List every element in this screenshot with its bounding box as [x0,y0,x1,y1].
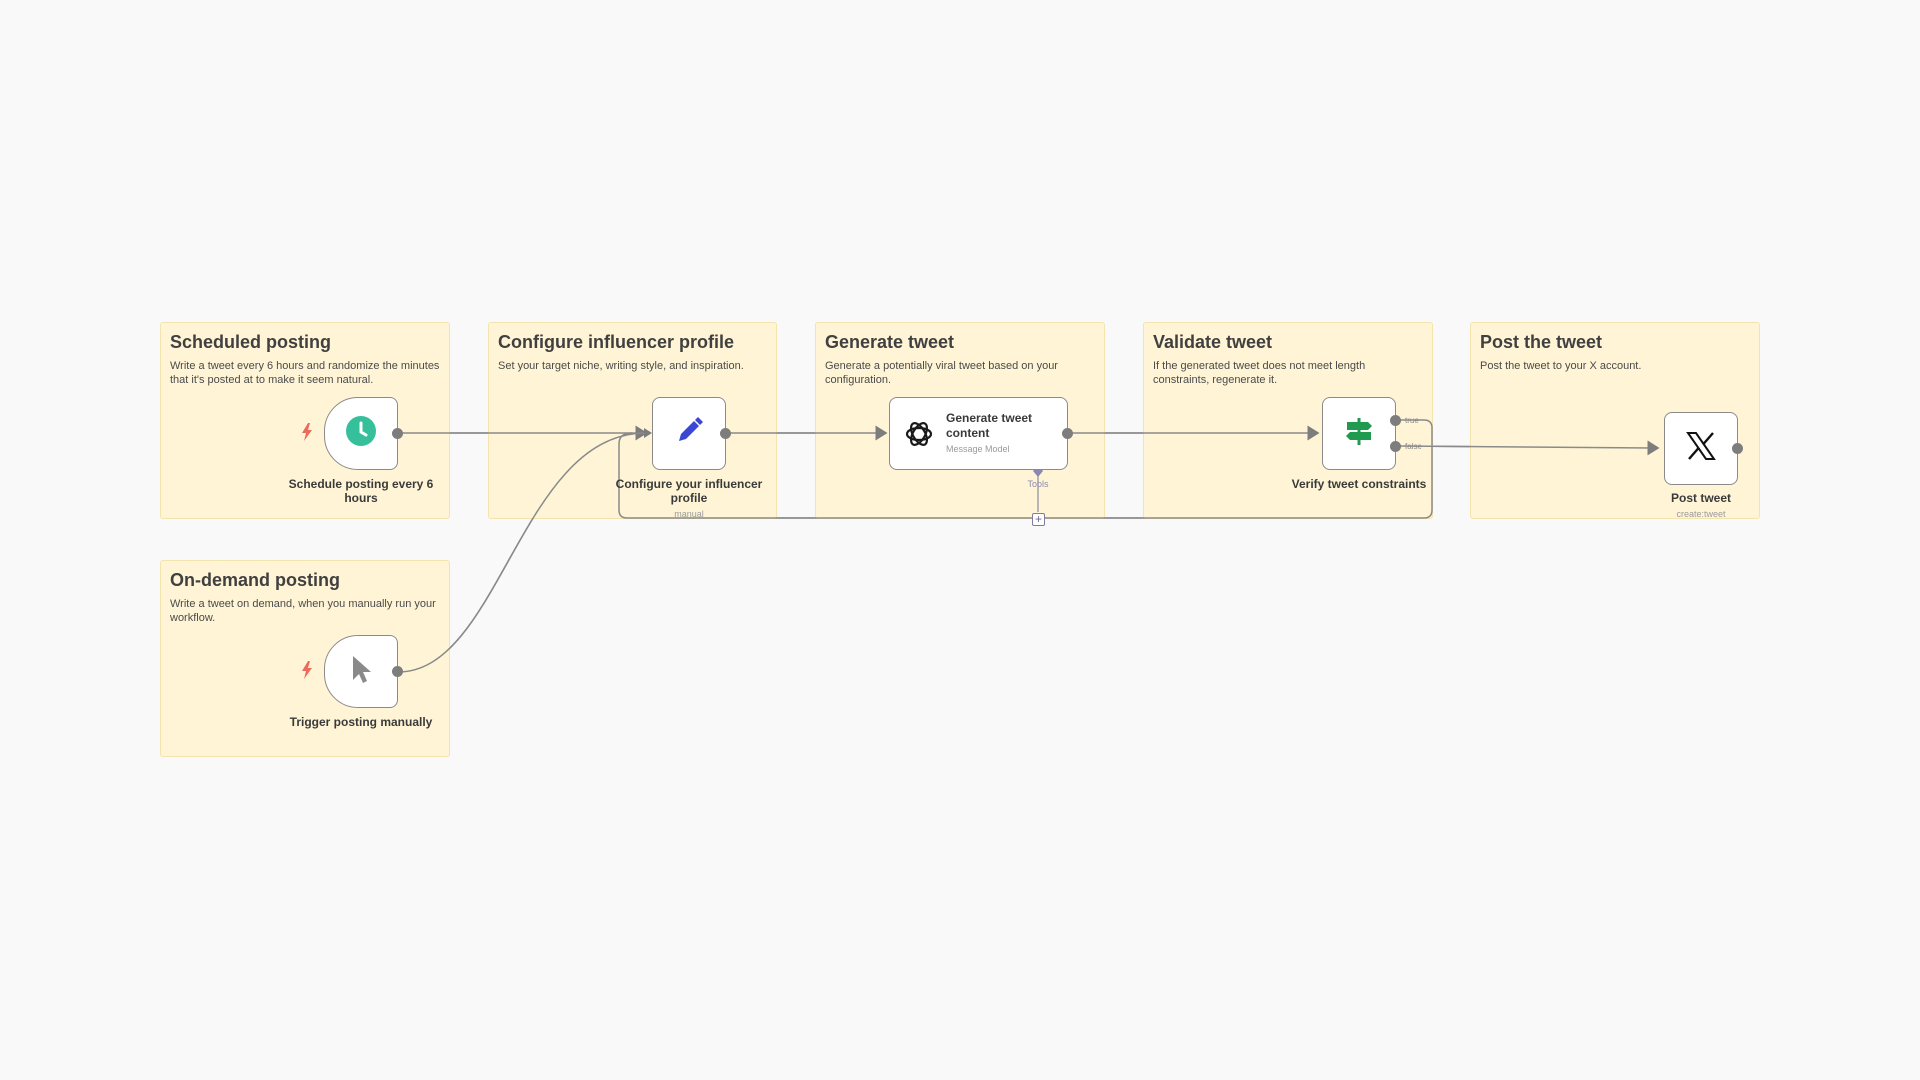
clock-icon [345,415,377,452]
post-output-port[interactable] [1732,443,1743,454]
verify-constraints-node[interactable] [1322,397,1396,470]
sticky-title: Configure influencer profile [498,332,735,352]
sticky-description: Set your target niche, writing style, an… [498,360,744,372]
configure-node-subtitle: manual [674,509,704,519]
verify-true-port[interactable] [1390,415,1401,426]
manual-node-label: Trigger posting manually [289,715,433,729]
manual-output-port[interactable] [392,666,403,677]
schedule-trigger-node[interactable] [324,397,398,470]
tools-label: Tools [1027,479,1049,489]
sticky-title: Scheduled posting [170,332,332,352]
generate-node-subtitle: Message Model [946,444,1010,454]
generate-node-title: Generate tweet content [946,411,1033,440]
manual-trigger-node[interactable] [324,635,398,708]
verify-false-port[interactable] [1390,441,1401,452]
configure-profile-node[interactable] [652,397,726,470]
false-branch-label: false [1405,442,1422,451]
schedule-node-label: Schedule posting every 6 hours [288,477,434,505]
trigger-bolt-icon [301,423,313,446]
sticky-description: Write a tweet on demand, when you manual… [170,598,436,624]
sticky-description: Write a tweet every 6 hours and randomiz… [170,360,440,386]
schedule-output-port[interactable] [392,428,403,439]
sticky-description: If the generated tweet does not meet len… [1153,360,1366,386]
post-tweet-node[interactable] [1664,412,1738,485]
generate-output-port[interactable] [1062,428,1073,439]
cursor-icon [347,654,375,689]
sticky-title: Validate tweet [1153,332,1273,352]
signpost-icon [1343,415,1375,452]
sticky-title: On-demand posting [170,570,340,590]
openai-icon [903,418,935,455]
generate-tweet-node[interactable]: Generate tweet content Message Model [889,397,1068,470]
sticky-description: Post the tweet to your X account. [1480,360,1642,372]
verify-node-label: Verify tweet constraints [1291,477,1427,491]
post-node-label: Post tweet [1670,491,1731,505]
add-tool-button[interactable]: + [1032,513,1045,526]
configure-output-port[interactable] [720,428,731,439]
true-branch-label: true [1405,416,1419,425]
sticky-title: Generate tweet [825,332,955,352]
post-node-subtitle: create:tweet [1676,509,1726,519]
trigger-bolt-icon [301,661,313,684]
sticky-title: Post the tweet [1480,332,1603,352]
generate-node-text: Generate tweet content Message Model [946,411,1056,454]
sticky-description: Generate a potentially viral tweet based… [825,360,1058,386]
configure-node-label: Configure your influencer profile [615,477,763,505]
x-logo-icon [1685,430,1717,467]
pencil-icon [673,415,705,452]
